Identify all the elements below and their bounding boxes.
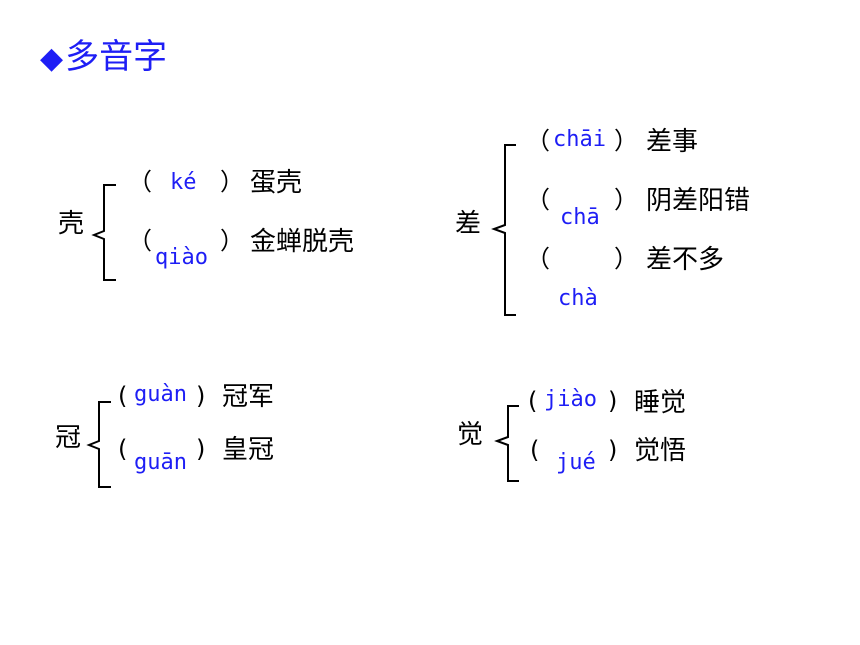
word-shuijiao: 睡觉: [634, 388, 687, 418]
pinyin-guan4: guàn: [134, 382, 187, 407]
open-paren: (: [528, 387, 538, 415]
pinyin-jue: jué: [556, 450, 596, 475]
open-paren: （: [526, 245, 550, 273]
close-paren: ): [608, 387, 618, 415]
pinyin-qiao: qiào: [155, 245, 208, 270]
bracket-jue: [494, 405, 519, 482]
word-guanjun: 冠军: [222, 382, 275, 412]
word-juewu: 觉悟: [634, 436, 687, 466]
diamond-bullet-icon: ◆: [40, 41, 64, 76]
char-jue: 觉: [457, 420, 484, 450]
pinyin-cha1: chā: [560, 205, 600, 230]
open-paren: (: [530, 436, 540, 464]
page-title-text: 多音字: [65, 37, 168, 77]
pinyin-jiao: jiào: [544, 387, 597, 412]
open-paren: （: [526, 127, 550, 155]
open-paren: （: [128, 227, 152, 255]
close-paren: ): [196, 435, 206, 463]
bracket-ke: [91, 184, 116, 281]
close-paren: ): [608, 436, 618, 464]
char-cha: 差: [455, 209, 482, 239]
word-jinchantuoqiao: 金蝉脱壳: [250, 227, 355, 257]
pinyin-cha4: chà: [558, 286, 598, 311]
open-paren: (: [118, 435, 128, 463]
open-paren: （: [128, 168, 152, 196]
close-paren: ）: [614, 186, 638, 214]
char-guan: 冠: [55, 423, 82, 453]
page-title: ◆多音字: [40, 40, 167, 74]
bracket-guan: [86, 401, 111, 488]
word-huangguan: 皇冠: [222, 435, 275, 465]
open-paren: (: [118, 382, 128, 410]
pinyin-chai: chāi: [553, 127, 606, 152]
word-chabuduo: 差不多: [646, 245, 725, 275]
close-paren: ）: [220, 168, 244, 196]
pinyin-ke: ké: [170, 170, 197, 195]
char-ke: 壳: [58, 209, 85, 239]
open-paren: （: [526, 186, 550, 214]
pinyin-guan1: guān: [134, 450, 187, 475]
word-danke: 蛋壳: [250, 168, 303, 198]
close-paren: ）: [614, 245, 638, 273]
close-paren: ): [196, 382, 206, 410]
bracket-cha: [491, 144, 516, 316]
word-yinchayangcuo: 阴差阳错: [646, 186, 751, 216]
word-chaishi: 差事: [646, 127, 699, 157]
close-paren: ）: [220, 227, 244, 255]
close-paren: ）: [614, 127, 638, 155]
